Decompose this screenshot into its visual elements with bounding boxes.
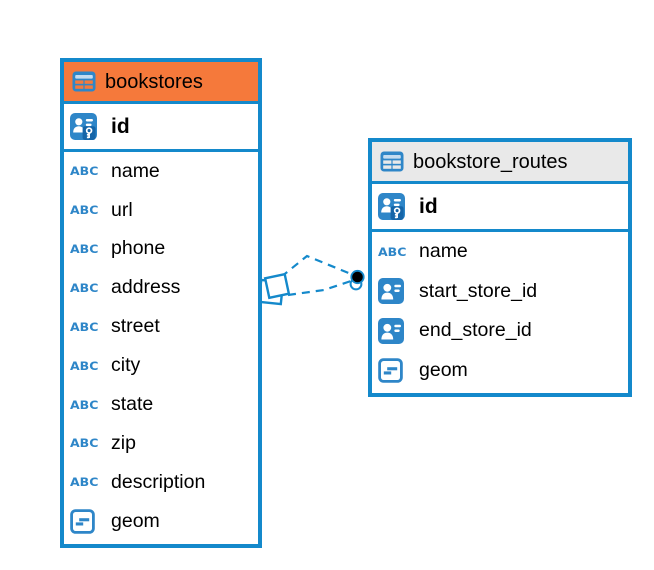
column-row[interactable]: ABC url	[64, 190, 258, 230]
column-row[interactable]: ABC description	[64, 463, 258, 503]
text-type-icon: ABC	[70, 280, 99, 295]
column-name: start_store_id	[419, 279, 538, 302]
text-type-icon: ABC	[70, 435, 99, 451]
column-name: zip	[111, 431, 136, 454]
column-name: geom	[419, 358, 468, 381]
foreign-key-icon	[378, 278, 411, 305]
geometry-type-icon	[378, 357, 411, 383]
primary-key-icon	[378, 193, 411, 220]
primary-key-icon	[70, 113, 103, 140]
column-row[interactable]: ABC zip	[64, 424, 258, 464]
table-title: bookstore_routes	[413, 150, 568, 173]
table-icon	[380, 151, 404, 172]
text-type-icon: ABC	[70, 241, 99, 256]
text-type-icon: ABC	[70, 319, 99, 334]
text-type-icon: ABC	[70, 474, 99, 489]
table-header[interactable]: bookstore_routes	[372, 142, 628, 184]
column-row[interactable]: ABC address	[64, 268, 258, 308]
column-row[interactable]: id	[64, 104, 258, 149]
text-type-icon: ABC	[70, 202, 99, 217]
key-columns-section: id	[64, 104, 258, 152]
table-header[interactable]: bookstores	[64, 62, 258, 104]
column-name: geom	[111, 509, 160, 532]
geometry-type-icon	[70, 509, 103, 534]
column-name: phone	[111, 237, 166, 260]
column-name: name	[419, 240, 468, 262]
column-row[interactable]: ABC name	[372, 232, 628, 272]
column-name: end_store_id	[419, 319, 532, 341]
column-name: city	[111, 354, 141, 377]
column-name: state	[111, 393, 154, 416]
column-name: description	[111, 470, 206, 493]
column-row[interactable]: ABC name	[64, 152, 258, 191]
column-name: name	[111, 159, 160, 182]
column-row[interactable]: start_store_id	[372, 271, 628, 311]
relationship-line-lower[interactable]	[287, 279, 352, 297]
column-row[interactable]: ABC street	[64, 307, 258, 347]
column-row[interactable]: ABC city	[64, 346, 258, 386]
relationship-line-upper[interactable]	[280, 254, 352, 278]
table-title: bookstores	[105, 70, 203, 93]
column-row[interactable]: geom	[372, 350, 628, 390]
column-row[interactable]: id	[372, 184, 628, 229]
column-name: url	[111, 198, 133, 221]
text-type-icon: ABC	[378, 243, 407, 259]
text-type-icon: ABC	[70, 396, 99, 412]
column-name: address	[111, 276, 181, 299]
table-icon	[72, 71, 96, 92]
column-row[interactable]: ABC phone	[64, 229, 258, 269]
columns-section: ABC name start_store_id end_store_id geom	[372, 232, 628, 390]
column-row[interactable]: end_store_id	[372, 311, 628, 351]
text-type-icon: ABC	[70, 163, 99, 178]
relationship-source-marker[interactable]	[257, 272, 291, 306]
relationship-target-marker[interactable]	[349, 269, 365, 291]
column-name: street	[111, 315, 160, 338]
foreign-key-icon	[378, 317, 411, 344]
column-row[interactable]: ABC state	[64, 385, 258, 425]
column-name: id	[419, 195, 438, 218]
column-name: id	[111, 115, 130, 138]
text-type-icon: ABC	[70, 358, 99, 373]
key-columns-section: id	[372, 184, 628, 232]
table-bookstore-routes[interactable]: bookstore_routes id ABC name start_store_…	[368, 138, 632, 397]
column-row[interactable]: geom	[64, 502, 258, 541]
